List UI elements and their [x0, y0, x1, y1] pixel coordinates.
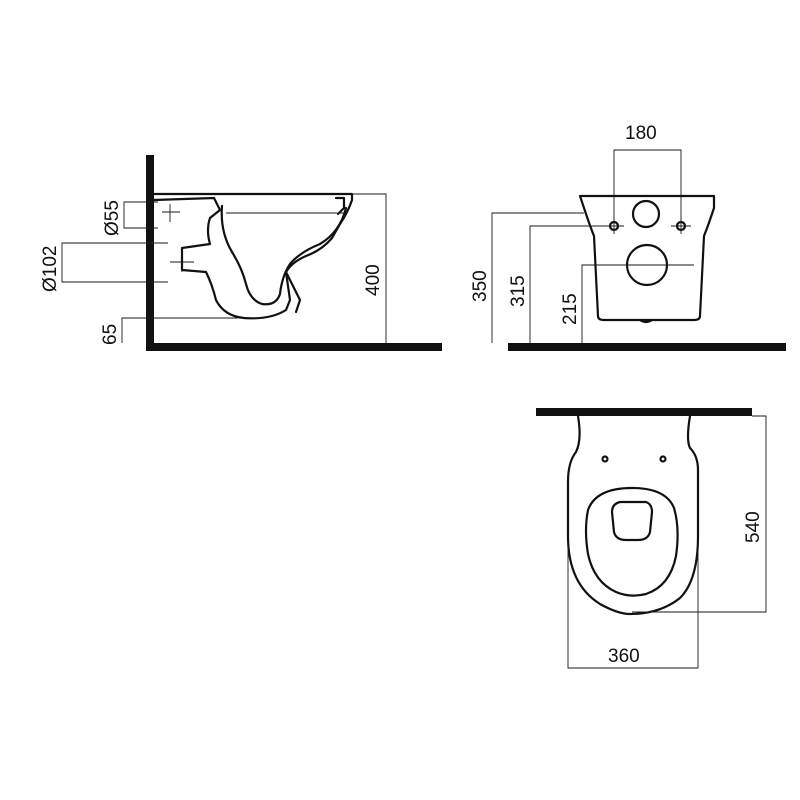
top-seat-outer	[584, 486, 679, 597]
dim-line-outlet-height	[121, 317, 238, 343]
dim-line-bolt-height	[529, 225, 610, 343]
label-outlet-height: 65	[100, 324, 121, 345]
top-body-outline	[566, 414, 700, 616]
top-view: 540 360	[536, 408, 767, 669]
side-view: Ø55 Ø102 65 400	[40, 155, 442, 351]
label-total-height: 350	[470, 270, 491, 302]
side-floor	[146, 343, 442, 351]
label-width: 360	[608, 646, 640, 667]
label-inlet-diameter: Ø102	[40, 246, 61, 292]
dim-line-bolt-spacing	[613, 149, 682, 222]
front-view: 180 350 315 215	[470, 123, 786, 351]
label-inlet-height: 215	[560, 293, 581, 325]
dim-line-bowl-height	[352, 193, 387, 343]
front-base-detail	[638, 318, 654, 324]
dim-line-projection	[632, 415, 767, 613]
side-rim	[334, 196, 346, 216]
side-trap	[284, 270, 302, 314]
top-bowl-opening	[610, 500, 654, 542]
dim-line-width	[567, 540, 699, 669]
dim-line-total-height	[491, 212, 584, 343]
side-wall	[146, 155, 154, 351]
label-projection: 540	[743, 511, 764, 543]
dim-line-inlet	[61, 242, 168, 283]
dim-line-inlet-height	[581, 264, 627, 343]
dim-line-outlet	[123, 201, 158, 229]
front-floor	[508, 343, 786, 351]
top-fixing-right	[659, 455, 667, 463]
label-bowl-height: 400	[363, 264, 384, 296]
label-outlet-diameter: Ø55	[102, 200, 123, 236]
top-wall	[536, 408, 752, 416]
label-bolt-spacing: 180	[625, 123, 657, 144]
side-bowl-inner	[220, 204, 348, 306]
top-fixing-left	[601, 455, 609, 463]
label-bolt-height: 315	[508, 275, 529, 307]
front-body-outline	[578, 194, 716, 322]
side-bowl-outline	[152, 192, 354, 320]
front-outlet-circle	[631, 199, 661, 229]
